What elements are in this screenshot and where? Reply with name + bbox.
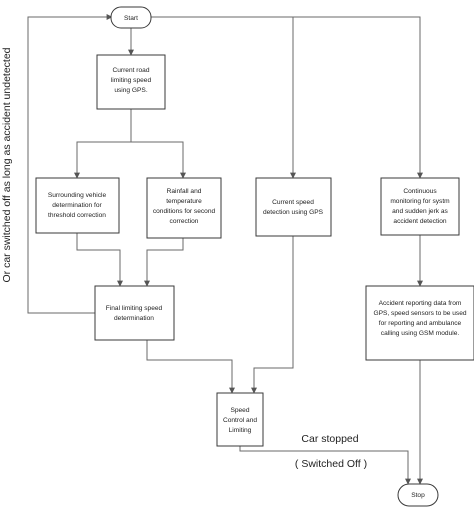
start-label: Start [124, 15, 138, 22]
monitoring-line-1: Continuous [403, 188, 437, 195]
surrounding-line-2: determination for [52, 202, 102, 209]
reporting-line-4: calling using GSM module. [381, 330, 460, 337]
surrounding-line-1: Surrounding vehicle [48, 192, 107, 199]
rainfall-line-3: conditions for second [153, 208, 216, 215]
monitoring-line-3: and sudden jerk as [392, 208, 448, 215]
current-speed-line-1: Current speed [272, 199, 314, 206]
edge-start-right-bus [151, 16, 423, 179]
speed-control-line-3: Limiting [229, 427, 252, 434]
speed-control-line-2: Control and [223, 417, 257, 424]
car-stopped-label: Car stopped [301, 433, 358, 445]
monitoring-line-4: accident detection [393, 218, 446, 225]
edge-rainfall-to-final [144, 238, 184, 287]
stop-label: Stop [411, 492, 425, 499]
rainfall-line-2: temperature [166, 198, 202, 205]
edge-loop-back-to-start [27, 14, 113, 314]
rainfall-line-1: Rainfall and [167, 188, 202, 195]
edge-final-to-speed-control [146, 340, 235, 394]
node-speed-control: Speed Control and Limiting [216, 392, 264, 447]
rainfall-line-4: correction [170, 218, 199, 225]
surrounding-line-3: threshold correction [48, 212, 106, 219]
node-surrounding-vehicle: Surrounding vehicle determination for th… [35, 177, 120, 234]
edge-speed-control-to-stop [239, 446, 411, 485]
connectors [27, 14, 423, 485]
reporting-line-1: Accident reporting data from [379, 300, 462, 307]
node-current-speed: Current speed detection using GPS [255, 177, 332, 237]
switched-off-label: ( Switched Off ) [295, 458, 367, 470]
current-road-line-1: Current road [112, 67, 149, 74]
edge-split-right [131, 141, 186, 179]
loop-condition-label: Or car switched off as long as accident … [1, 47, 13, 282]
reporting-line-2: GPS, speed sensors to be used [373, 310, 466, 317]
edge-current-speed-to-speed-control [251, 236, 294, 394]
speed-control-line-1: Speed [230, 407, 249, 414]
final-limiting-line-1: Final limiting speed [106, 305, 163, 312]
edge-split-left [74, 141, 131, 179]
reporting-line-3: for reporting and ambulance [379, 320, 462, 327]
node-stop: Stop [397, 483, 439, 507]
current-road-line-3: using GPS. [114, 87, 148, 94]
node-final-limiting: Final limiting speed determination [94, 285, 175, 341]
node-accident-reporting: Accident reporting data from GPS, speed … [365, 285, 474, 361]
edge-surrounding-to-final [76, 233, 123, 287]
node-start: Start [110, 6, 152, 29]
node-current-road: Current road limiting speed using GPS. [96, 54, 166, 110]
monitoring-line-2: monitoring for systm [390, 198, 450, 205]
node-continuous-monitoring: Continuous monitoring for systm and sudd… [380, 177, 460, 236]
final-limiting-line-2: determination [114, 315, 154, 322]
node-rainfall: Rainfall and temperature conditions for … [146, 177, 222, 239]
current-speed-line-2: detection using GPS [263, 209, 324, 216]
current-road-line-2: limiting speed [111, 77, 152, 84]
